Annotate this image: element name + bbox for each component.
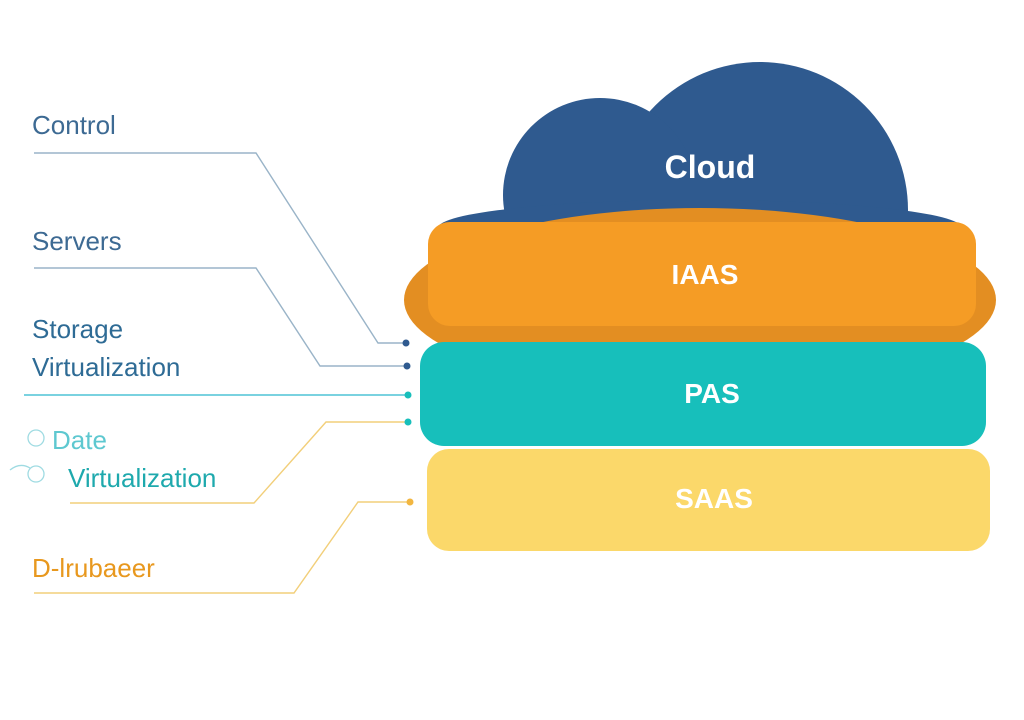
saas-layer	[427, 449, 990, 551]
data-decoration	[9, 429, 45, 483]
connector-data	[70, 421, 405, 504]
connector-dot-data	[404, 418, 412, 426]
saas-label: SAAS	[675, 483, 753, 514]
label-data: Date	[52, 425, 107, 455]
paas-label: PAS	[684, 378, 740, 409]
connector-dot-database	[406, 498, 414, 506]
connector-dot-storage	[404, 391, 412, 399]
iaas-layer	[428, 222, 976, 326]
connector-control	[34, 152, 404, 344]
label-virtualization-1: Virtualization	[32, 352, 180, 382]
connectors	[24, 152, 408, 594]
label-storage: Storage	[32, 314, 123, 344]
paas-layer	[420, 342, 986, 446]
label-database: D-lrubaeer	[32, 553, 155, 583]
label-control: Control	[32, 110, 116, 140]
connector-database	[34, 501, 408, 594]
connector-dot-servers	[403, 362, 411, 370]
connector-dot-control	[402, 339, 410, 347]
iaas-label: IAAS	[672, 259, 739, 290]
connector-servers	[34, 267, 405, 367]
cloud-title: Cloud	[665, 149, 756, 185]
label-virtualization-2: Virtualization	[68, 463, 216, 493]
connector-dots	[402, 339, 414, 506]
label-servers: Servers	[32, 226, 122, 256]
